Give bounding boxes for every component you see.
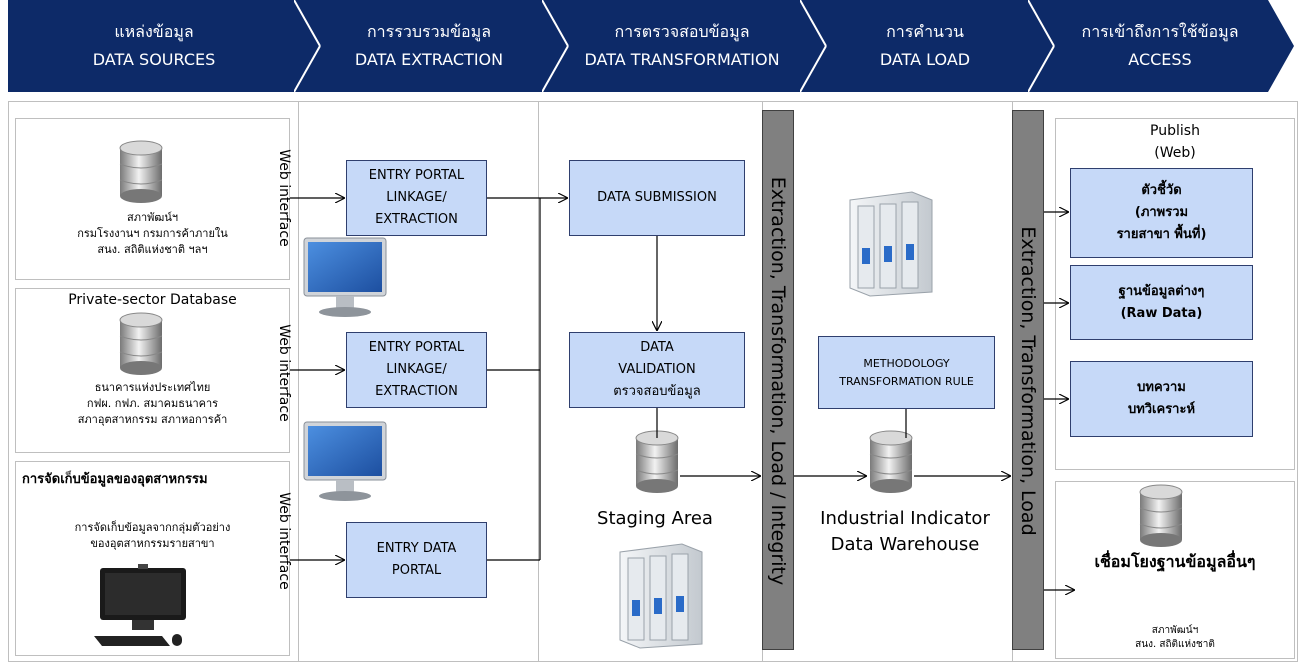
data-validation[interactable]: DATA VALIDATION ตรวจสอบข้อมูล [569,332,745,408]
database-icon [869,430,913,493]
publish-label: Publish (Web) [1150,123,1200,161]
entry-portal-linkage-2[interactable]: ENTRY PORTAL LINKAGE/ EXTRACTION [346,332,487,408]
chevron-shape [800,0,1054,92]
methodology-transformation-rule[interactable]: METHODOLOGY TRANSFORMATION RULE [818,336,995,409]
chevron-shape [1028,0,1294,92]
stage-title-th: การเข้าถึงการใช้ข้อมูล [1081,22,1239,41]
monitor-icon [303,421,387,501]
stage-title-th: การคำนวน [886,22,964,41]
database-icon [119,312,163,375]
source-private-title: Private-sector Database [68,292,237,308]
stage-title-th: แหล่งข้อมูล [114,22,194,41]
source-industry-text: การจัดเก็บข้อมูลจากกลุ่มตัวอย่าง ของอุตส… [74,521,231,550]
stage-data-extraction: การรวบรวมข้อมูล DATA EXTRACTION [294,0,568,92]
stage-title-en: DATA LOAD [879,50,971,69]
stage-title-th: การตรวจสอบข้อมูล [614,22,750,41]
chevron-shape [8,0,326,92]
database-icon [119,140,163,203]
linked-db-panel [1055,481,1295,659]
linked-db-label[interactable]: เชื่อมโยงฐานข้อมูลอื่นๆ [1094,552,1256,571]
column-divider [538,101,539,662]
stage-title-en: DATA SOURCES [92,50,216,69]
desktop-computer-icon [94,564,186,646]
stage-title-en: DATA EXTRACTION [354,50,504,69]
articles-box[interactable]: บทความ บทวิเคราะห์ [1070,361,1253,437]
stage-title-en: ACCESS [1128,50,1192,69]
etl-integrity-bar [762,110,794,650]
source-government-text: สภาพัฒน์ฯ กรมโรงงานฯ กรมการค้าภายใน สนง.… [77,211,228,256]
source-private-text: ธนาคารแห่งประเทศไทย กฟผ. กฟภ. สมาคมธนาคา… [77,381,228,426]
stage-access: การเข้าถึงการใช้ข้อมูล ACCESS [1028,0,1296,92]
stage-data-transformation: การตรวจสอบข้อมูล DATA TRANSFORMATION [542,0,826,92]
data-submission[interactable]: DATA SUBMISSION [569,160,745,236]
staging-area-label: Staging Area [597,508,713,529]
server-rack-icon [849,191,933,297]
entry-portal-linkage-1[interactable]: ENTRY PORTAL LINKAGE/ EXTRACTION [346,160,487,236]
monitor-icon [303,237,387,317]
entry-data-portal[interactable]: ENTRY DATA PORTAL [346,522,487,598]
stage-title-en: DATA TRANSFORMATION [584,50,780,69]
raw-data-box[interactable]: ฐานข้อมูลต่างๆ (Raw Data) [1070,265,1253,340]
source-industry-title: การจัดเก็บข้อมูลของอุตสาหกรรม [22,472,208,487]
warehouse-label: Industrial Indicator Data Warehouse [820,508,990,555]
stage-data-load: การคำนวน DATA LOAD [800,0,1054,92]
chevron-shape [542,0,826,92]
stage-title-th: การรวบรวมข้อมูล [366,22,492,41]
column-divider [298,101,299,662]
database-icon [1139,484,1183,547]
diagram-frame [8,101,1298,662]
stage-data-sources: แหล่งข้อมูล DATA SOURCES [8,0,326,92]
server-rack-icon [619,543,703,649]
indicators-box[interactable]: ตัวชี้วัด (ภาพรวม รายสาขา พื้นที่) [1070,168,1253,258]
linked-db-sub: สภาพัฒน์ฯ สนง. สถิติแห่งชาติ [1135,625,1215,650]
chevron-shape [294,0,568,92]
etl-bar [1012,110,1044,650]
